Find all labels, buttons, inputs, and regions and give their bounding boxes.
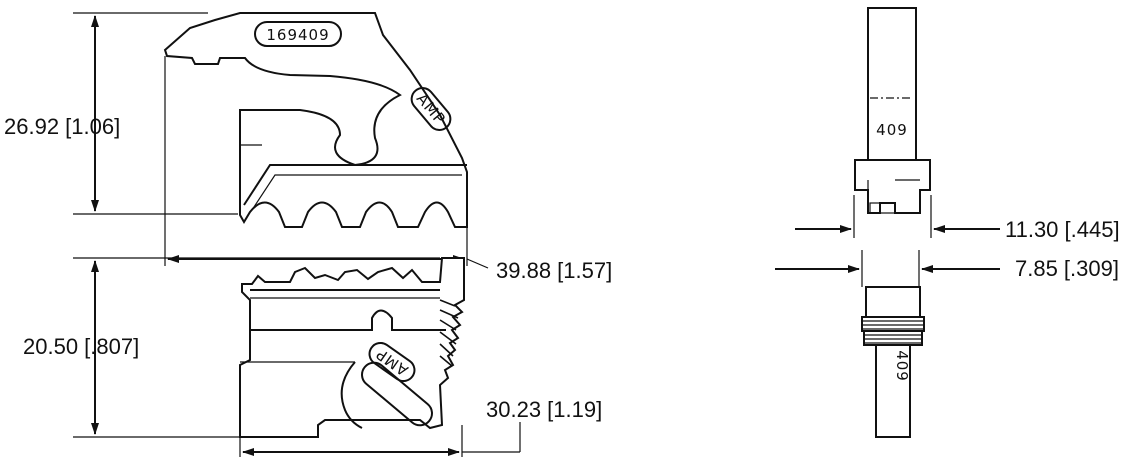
upper-die: 169409 AMP bbox=[163, 12, 468, 228]
side-outer-label: 11.30 [.445] bbox=[1005, 217, 1120, 242]
lower-die-outline bbox=[239, 257, 465, 438]
upper-height-dimension: 26.92 [1.06] bbox=[4, 12, 238, 215]
side-lower-head bbox=[865, 286, 921, 318]
side-upper-shank bbox=[867, 7, 917, 161]
side-lower-shank bbox=[875, 344, 911, 438]
lower-width-dimension: 30.23 [1.19] bbox=[239, 397, 602, 457]
part-number-label: 169409 bbox=[266, 26, 329, 44]
side-upper-head bbox=[854, 159, 931, 214]
part-number-oval bbox=[254, 21, 342, 47]
upper-die-outline bbox=[163, 12, 468, 228]
side-view-lower: 409 bbox=[861, 286, 925, 438]
upper-height-label: 26.92 [1.06] bbox=[4, 114, 120, 139]
lower-die: AMP bbox=[239, 257, 465, 438]
side-lower-number: 409 bbox=[893, 350, 911, 382]
side-view-upper: 409 bbox=[854, 7, 931, 214]
upper-groove-inner bbox=[251, 174, 462, 211]
lower-cutout-curve bbox=[340, 361, 363, 429]
side-outer-dimension: 11.30 [.445] bbox=[795, 195, 1120, 242]
lower-height-dimension: 20.50 [.807] bbox=[23, 257, 440, 438]
upper-width-label: 39.88 [1.57] bbox=[496, 258, 612, 283]
side-upper-number: 409 bbox=[876, 121, 908, 139]
part-number-lower bbox=[361, 361, 433, 427]
side-inner-label: 7.85 [.309] bbox=[1015, 256, 1119, 281]
lower-height-label: 20.50 [.807] bbox=[23, 334, 139, 359]
lower-serration bbox=[439, 299, 459, 367]
upper-groove-outer bbox=[243, 164, 467, 206]
lower-slot-line bbox=[250, 309, 446, 331]
lower-width-label: 30.23 [1.19] bbox=[486, 397, 602, 422]
side-inner-dimension: 7.85 [.309] bbox=[775, 250, 1119, 287]
side-lower-knurl bbox=[861, 316, 925, 346]
